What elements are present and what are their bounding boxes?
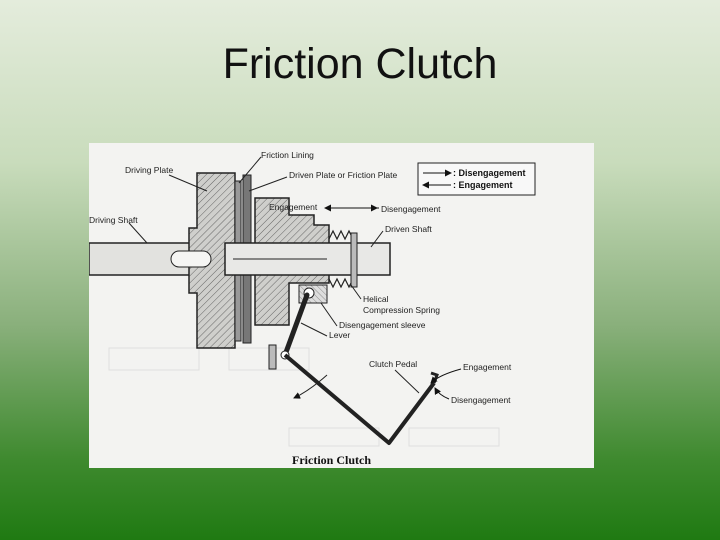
label-disengagement-pedal: Disengagement: [451, 395, 511, 405]
label-sleeve: Disengagement sleeve: [339, 320, 426, 330]
background-noise: [108, 347, 500, 447]
leader-driven-plate: [248, 176, 288, 192]
slide-title: Friction Clutch: [222, 40, 498, 88]
leader-driving-shaft: [128, 222, 148, 244]
label-spring-line2: Compression Spring: [363, 305, 440, 315]
label-disengagement-top: Disengagement: [381, 204, 441, 214]
figure-caption: Friction Clutch: [292, 453, 371, 467]
label-engagement-top: Engagement: [269, 202, 318, 212]
leader-driving-plate: [168, 174, 208, 192]
lever-mount: [268, 344, 277, 370]
leader-lever: [300, 322, 328, 337]
label-pedal: Clutch Pedal: [369, 359, 417, 369]
label-driven-shaft: Driven Shaft: [385, 224, 432, 234]
clutch-drawing: : Disengagement : Engagement Driving Pla…: [89, 150, 536, 467]
clutch-diagram: : Disengagement : Engagement Driving Pla…: [89, 143, 594, 468]
leader-sleeve: [320, 302, 338, 327]
pedal-linkage: [283, 353, 436, 445]
arrow-disengagement-pedal: [434, 387, 450, 400]
label-spring-line1: Helical: [363, 294, 389, 304]
legend-engagement: : Engagement: [453, 180, 513, 190]
legend-disengagement: : Disengagement: [453, 168, 526, 178]
leader-spring: [350, 284, 362, 300]
spring-top: [328, 229, 354, 241]
spigot: [170, 250, 212, 268]
label-driving-shaft: Driving Shaft: [89, 215, 138, 225]
arrow-engagement-pedal: [430, 368, 462, 384]
label-driven-plate: Driven Plate or Friction Plate: [289, 170, 397, 180]
label-lever: Lever: [329, 330, 350, 340]
label-friction-lining: Friction Lining: [261, 150, 314, 160]
legend-box: [417, 162, 536, 196]
leader-driven-shaft: [370, 230, 384, 248]
leader-pedal: [394, 369, 420, 394]
swing-arrow: [293, 374, 328, 399]
spring-bottom: [328, 277, 354, 289]
label-engagement-pedal: Engagement: [463, 362, 512, 372]
leader-friction-lining: [238, 156, 262, 184]
spring-seat: [350, 232, 358, 288]
label-driving-plate: Driving Plate: [125, 165, 173, 175]
lever: [282, 292, 310, 358]
